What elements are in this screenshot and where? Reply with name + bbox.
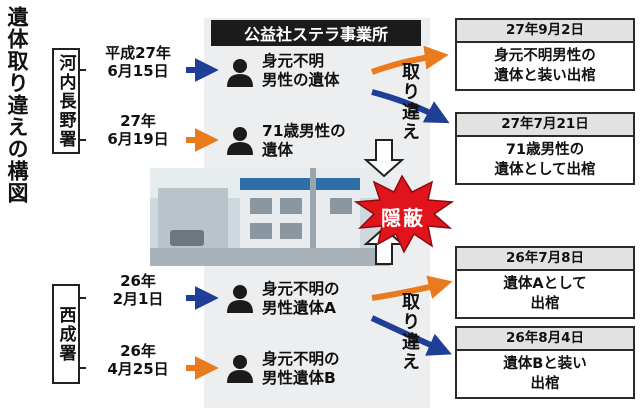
person-icon xyxy=(224,124,256,160)
down-arrow-icon xyxy=(363,139,405,178)
person-icon xyxy=(224,352,256,388)
outcome-text: 71歳男性の遺体として出棺 xyxy=(494,142,596,178)
arrow-mixup-bottom-orange xyxy=(371,275,453,301)
outcome-date: 26年7月8日 xyxy=(457,248,633,271)
person-icon xyxy=(224,282,256,318)
person-label-4: 身元不明の男性遺体B xyxy=(262,350,340,387)
outcome-text: 身元不明男性の遺体と装い出棺 xyxy=(494,48,596,84)
mixup-label-top: 取り違え xyxy=(399,62,420,142)
station-nishinari: 西成署 xyxy=(52,284,80,384)
outcome-date: 26年8月4日 xyxy=(457,328,633,351)
outcome-date: 27年7月21日 xyxy=(457,114,633,137)
arrow-mixup-top-orange xyxy=(370,45,449,75)
person-icon xyxy=(224,56,256,92)
outcome-date: 27年9月2日 xyxy=(457,20,633,43)
cover-up-label: 隠蔽 xyxy=(381,206,425,230)
person-label-3: 身元不明の男性遺体A xyxy=(262,280,340,317)
person-label-2: 71歳男性の遺体 xyxy=(262,122,346,159)
outcome-box-1: 27年9月2日 身元不明男性の遺体と装い出棺 xyxy=(455,18,635,91)
arrow-mixup-top-blue xyxy=(371,89,450,124)
station-label: 西成署 xyxy=(55,305,76,363)
outcome-text: 遺体Bと装い出棺 xyxy=(503,356,587,392)
facility-photo xyxy=(150,168,390,266)
outcome-box-3: 26年7月8日 遺体Aとして出棺 xyxy=(455,246,635,319)
explosion-burst-icon xyxy=(353,174,455,254)
person-label-1: 身元不明男性の遺体 xyxy=(262,52,340,89)
outcome-box-2: 27年7月21日 71歳男性の遺体として出棺 xyxy=(455,112,635,185)
mixup-label-bottom: 取り違え xyxy=(399,292,420,372)
station-kawachinagano: 河内長野署 xyxy=(52,48,80,154)
station-label: 河内長野署 xyxy=(55,53,76,149)
facility-name: 公益社ステラ事業所 xyxy=(211,20,421,46)
outcome-box-4: 26年8月4日 遺体Bと装い出棺 xyxy=(455,326,635,399)
arrow-mixup-bottom-blue xyxy=(370,315,452,356)
outcome-text: 遺体Aとして出棺 xyxy=(503,276,587,312)
diagram-title: 遺体取り違えの構図 xyxy=(5,6,29,204)
